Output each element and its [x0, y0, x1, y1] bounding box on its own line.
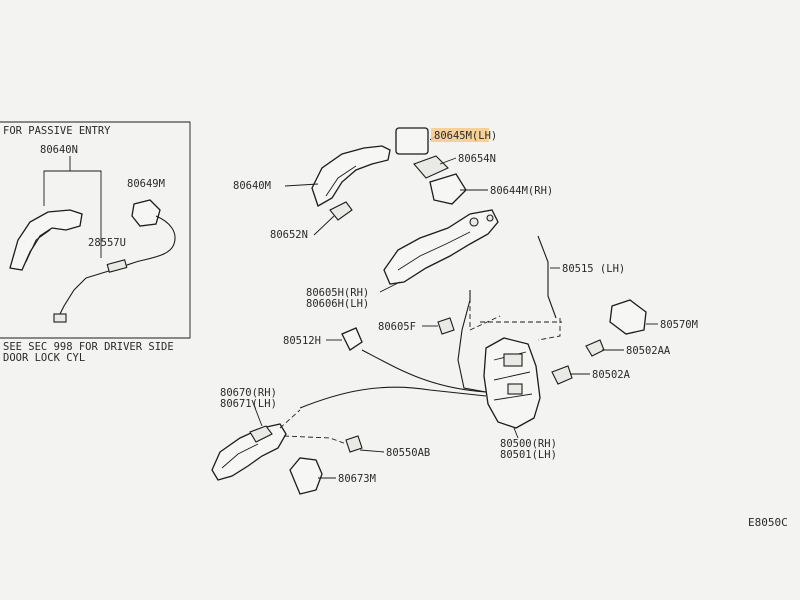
label-80640m: 80640M — [233, 180, 271, 192]
door-lock-actuator — [483, 337, 541, 429]
label-80606h: 80606H(LH) — [306, 298, 369, 310]
cable-80512h — [361, 349, 487, 393]
clip-80512h — [341, 327, 363, 351]
label-80670: 80670(RH) — [220, 387, 277, 399]
inset-note-line2: DOOR LOCK CYL — [3, 352, 85, 364]
label-80502a: 80502A — [592, 369, 631, 381]
label-80671: 80671(LH) — [220, 398, 277, 410]
label-80512h: 80512H — [283, 335, 321, 347]
label-80605f: 80605F — [378, 321, 416, 333]
cable-outside — [457, 290, 487, 393]
label-80605h: 80605H(RH) — [306, 287, 369, 299]
inside-handle — [211, 423, 287, 481]
handle-bracket — [383, 209, 499, 285]
inset-label-28557u: 28557U — [88, 237, 126, 249]
inset-handle — [9, 209, 83, 271]
label-80673m: 80673M — [338, 473, 376, 485]
label-80654n: 80654N — [458, 153, 496, 165]
striker-group — [551, 299, 658, 385]
striker — [609, 299, 647, 335]
handle-bracket-cap — [429, 173, 467, 205]
inset-label-80649m: 80649M — [127, 178, 165, 190]
handle-cap — [395, 127, 429, 155]
handle-bracket-group — [379, 209, 499, 293]
label-80550ab: 80550AB — [386, 447, 430, 459]
figure-id: E8050C — [748, 516, 788, 529]
highlight-80645m — [431, 128, 489, 142]
label-80570m: 80570M — [660, 319, 698, 331]
outside-handle — [311, 145, 391, 207]
outside-handle-group — [284, 127, 488, 236]
inset-sensor — [131, 199, 161, 227]
inside-handle-escutcheon — [289, 457, 323, 495]
label-80652n: 80652N — [270, 229, 308, 241]
door-lock-actuator-group — [483, 337, 541, 439]
screw-80550ab — [345, 435, 363, 453]
rod-80515 — [537, 235, 557, 319]
handle-pad — [413, 155, 449, 179]
bolt-80502a — [551, 365, 573, 385]
inset-label-80640n: 80640N — [40, 144, 78, 156]
label-80502aa: 80502AA — [626, 345, 671, 357]
label-80501: 80501(LH) — [500, 449, 557, 461]
inside-handle-group — [211, 399, 353, 495]
label-80645m: 80645M(LH) — [434, 130, 497, 142]
bolt-80502aa — [585, 339, 605, 357]
label-80500: 80500(RH) — [500, 438, 557, 450]
inset-panel: FOR PASSIVE ENTRY 80640N 80649M 28557U S… — [0, 121, 191, 364]
inset-title: FOR PASSIVE ENTRY — [3, 125, 111, 137]
inset-note-line1: SEE SEC 998 FOR DRIVER SIDE — [3, 341, 174, 353]
label-80515: 80515 (LH) — [562, 263, 625, 275]
cable-inside — [299, 386, 487, 409]
clip-80605f — [437, 317, 455, 335]
label-80644m: 80644M(RH) — [490, 185, 553, 197]
handle-gasket — [329, 201, 353, 221]
